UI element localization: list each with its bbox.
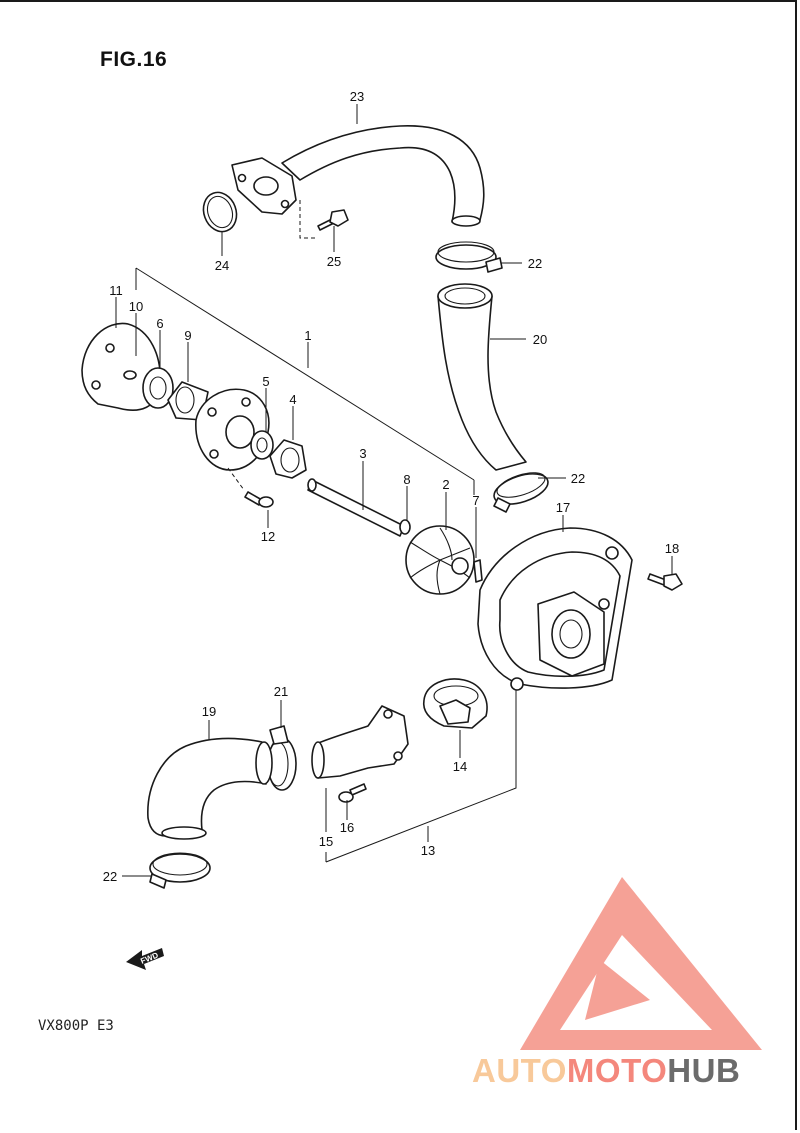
callout-2: 2 (442, 477, 449, 492)
callout-22-lower: 22 (103, 869, 117, 884)
callout-17: 17 (556, 500, 570, 515)
part-14-thermostat (422, 678, 488, 729)
part-3-shaft (307, 478, 405, 537)
callout-3: 3 (359, 446, 366, 461)
part-11-gasket (81, 322, 161, 411)
callout-4: 4 (289, 392, 296, 407)
part-18-bolt (647, 573, 683, 591)
callout-21: 21 (274, 684, 288, 699)
part-12-screw (227, 467, 274, 508)
watermark-logo (520, 877, 762, 1050)
watermark-triangle-notch (585, 960, 650, 1020)
part-25-bolt (299, 200, 349, 239)
callout-7: 7 (472, 493, 479, 508)
callout-20: 20 (533, 332, 547, 347)
callout-19: 19 (202, 704, 216, 719)
part-22-hose-clamp-middle (493, 472, 549, 513)
model-label: VX800P E3 (38, 1018, 114, 1034)
watermark-moto: MOTO (567, 1052, 667, 1089)
part-23-water-pipe (231, 125, 485, 227)
fwd-arrow: FWD (126, 948, 164, 970)
part-15-thermostat-cover (311, 705, 409, 779)
callout-15: 15 (319, 834, 333, 849)
callout-13: 13 (421, 843, 435, 858)
callout-5: 5 (262, 374, 269, 389)
part-22-hose-clamp-upper (435, 241, 503, 273)
callout-18: 18 (665, 541, 679, 556)
callout-22-middle: 22 (571, 471, 585, 486)
callout-6: 6 (156, 316, 163, 331)
callout-14: 14 (453, 759, 467, 774)
part-5-washer (250, 430, 274, 460)
callout-1: 1 (304, 328, 311, 343)
callout-24: 24 (215, 258, 229, 273)
callout-8: 8 (403, 472, 410, 487)
watermark-hub: HUB (667, 1052, 740, 1089)
callout-11: 11 (109, 283, 123, 298)
part-8-clip (399, 519, 411, 535)
part-7-pin (473, 559, 483, 583)
callout-22-upper: 22 (528, 256, 542, 271)
callout-10: 10 (129, 299, 143, 314)
figure-title: FIG.16 (100, 48, 168, 71)
part-20-hose (437, 283, 527, 471)
part-4-mechanical-seal (269, 439, 307, 479)
callout-9: 9 (184, 328, 191, 343)
part-2-impeller (405, 525, 475, 595)
callout-12: 12 (261, 529, 275, 544)
watermark-auto: AUTO (472, 1052, 567, 1089)
part-16-screw (338, 783, 367, 803)
svg-text:FWD: FWD (139, 951, 159, 966)
watermark-text: AUTOMOTOHUB (472, 1052, 740, 1089)
leader-lines (115, 104, 673, 877)
part-6-bearing (142, 367, 174, 409)
part-1-pump-housing (195, 388, 270, 471)
part-17-pump-cover (477, 527, 633, 691)
part-24-o-ring (202, 191, 238, 233)
callout-23: 23 (350, 89, 364, 104)
part-19-elbow-hose (147, 737, 273, 840)
callout-labels: 1 2 3 4 5 6 7 8 9 10 11 12 13 14 15 16 1… (103, 89, 679, 884)
callout-25: 25 (327, 254, 341, 269)
part-22-hose-clamp-lower (149, 852, 211, 889)
callout-16: 16 (340, 820, 354, 835)
